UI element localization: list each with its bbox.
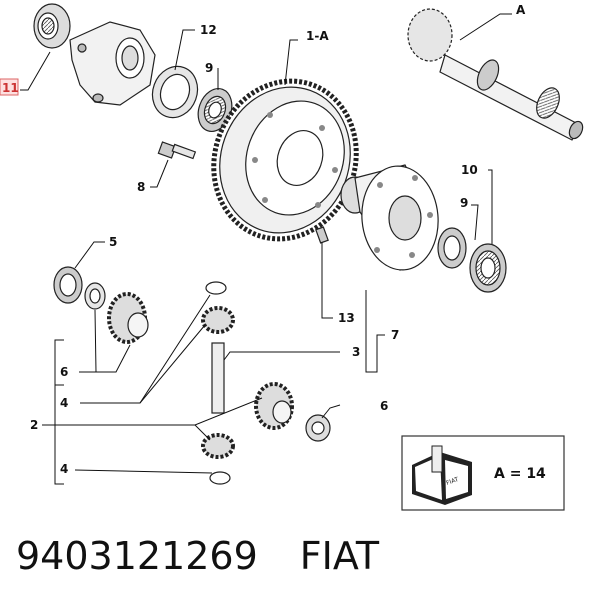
callout-labels: 11 12 9 1-A A 8 10 9 5 13 7 6 3 4 2 6 4: [0, 3, 526, 476]
ring-gear-part: [211, 78, 359, 242]
callout-4-upper: 4: [60, 396, 68, 410]
shim-ring-part: [151, 65, 199, 119]
callout-2: 2: [30, 418, 38, 432]
callout-8: 8: [137, 180, 145, 194]
bearing-part-lower: [437, 227, 467, 269]
legend-box: FIAT A = 14: [401, 435, 565, 511]
bearing-race-part: [469, 243, 507, 293]
footer: 9403121269 FIAT: [16, 534, 379, 578]
side-gear-part-left: [107, 292, 149, 344]
callout-3: 3: [352, 345, 360, 359]
callout-a: A: [516, 3, 526, 17]
callout-7: 7: [391, 328, 399, 342]
callout-9-lower: 9: [460, 196, 468, 210]
callout-10: 10: [461, 163, 478, 177]
leader-lines: [20, 13, 512, 485]
packaging-box-icon: FIAT: [412, 445, 472, 505]
side-gear-part-right: [254, 382, 294, 430]
side-washer-part-right: [305, 414, 331, 442]
pinion-shaft-pin-part: [211, 342, 225, 414]
callout-12: 12: [200, 23, 217, 37]
callout-9-upper: 9: [205, 61, 213, 75]
box-lettering: FIAT: [445, 476, 459, 487]
callout-5: 5: [109, 235, 117, 249]
highlight-box: [0, 78, 19, 96]
brand-name: FIAT: [299, 534, 380, 578]
part-number: 9403121269: [16, 534, 258, 578]
bearing-part-upper: [197, 88, 233, 132]
planet-gear-part-upper: [201, 281, 235, 334]
differential-case-part: [340, 164, 439, 272]
callout-6-left: 6: [60, 365, 68, 379]
thrust-washer-part: [53, 266, 83, 304]
callout-11: 11: [2, 81, 19, 95]
pinion-shaft-part: [407, 8, 584, 141]
callout-13: 13: [338, 311, 355, 325]
callout-6-right: 6: [380, 399, 388, 413]
legend-text: A = 14: [494, 466, 546, 482]
planet-gear-part-lower: [201, 433, 235, 485]
side-washer-part-left: [84, 282, 106, 310]
callout-1-a: 1-A: [306, 29, 329, 43]
bolt-part: [157, 141, 197, 160]
roll-pin-part: [315, 226, 329, 244]
callout-4-lower: 4: [60, 462, 68, 476]
bearing-housing-part: [33, 3, 156, 106]
